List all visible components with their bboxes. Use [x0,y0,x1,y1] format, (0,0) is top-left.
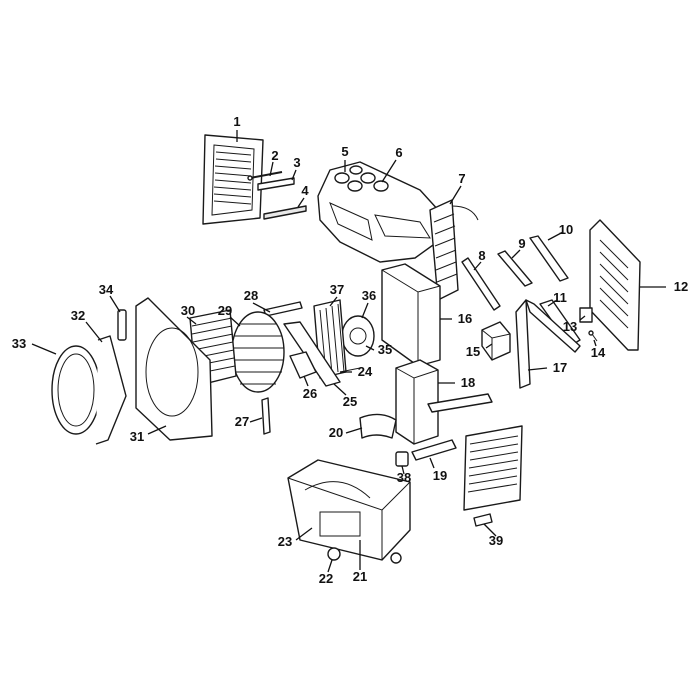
callout-17: 17 [553,360,567,375]
part-rod-10 [529,235,569,282]
callout-23: 23 [278,534,292,549]
callout-9: 9 [518,236,525,251]
callout-3: 3 [293,155,300,170]
part-box-15 [481,321,511,361]
part-rod-2 [247,171,283,181]
part-cooling-pad-16 [381,263,441,367]
part-ring-33 [51,345,101,435]
callout-31: 31 [130,429,144,444]
callout-29: 29 [218,303,232,318]
part-frame-17 [515,299,581,389]
callout-19: 19 [433,468,447,483]
part-strip-27 [261,397,271,435]
callout-34: 34 [99,282,114,297]
callout-32: 32 [71,308,85,323]
part-front-frame-31 [135,297,213,441]
part-rail-28 [263,301,303,317]
callout-18: 18 [461,375,475,390]
callout-24: 24 [358,364,373,379]
part-strip-4 [263,205,307,220]
callout-25: 25 [343,394,357,409]
part-clip-3 [257,177,295,191]
callout-14: 14 [591,345,606,360]
callout-26: 26 [303,386,317,401]
callout-labels: 1 2 3 4 5 6 7 8 9 10 11 12 13 14 15 16 1… [12,114,688,586]
part-rod-8 [461,257,501,311]
callout-30: 30 [181,303,195,318]
callout-38: 38 [397,470,411,485]
callout-33: 33 [12,336,26,351]
part-pipe-20 [359,413,397,439]
callout-37: 37 [330,282,344,297]
callout-15: 15 [466,344,480,359]
callout-11: 11 [553,290,567,305]
part-bezel-32 [95,335,127,445]
part-top-cover [317,161,441,263]
callout-13: 13 [563,319,577,334]
callout-16: 16 [458,311,472,326]
callout-28: 28 [244,288,258,303]
callout-8: 8 [478,248,485,263]
callout-36: 36 [362,288,376,303]
part-cooling-pad-18 [395,359,439,445]
part-housing-24 [339,367,361,373]
part-block-13 [579,307,593,323]
part-screw-14 [588,330,598,342]
callout-22: 22 [319,571,333,586]
callout-4: 4 [301,183,309,198]
part-float-38 [395,451,409,467]
part-motor-36 [341,315,375,357]
part-front-grille [427,393,523,511]
leader-lines [31,130,666,573]
part-stick-34 [117,309,127,341]
part-water-tank-23 [287,459,411,561]
callout-2: 2 [271,148,278,163]
part-side-panel-12 [589,219,641,351]
callout-39: 39 [489,533,503,548]
callout-7: 7 [458,171,465,186]
part-louver-7 [429,199,479,301]
callout-10: 10 [559,222,573,237]
callout-20: 20 [329,425,343,440]
callout-6: 6 [395,145,402,160]
callout-35: 35 [378,342,392,357]
part-strip-19 [411,439,457,461]
part-round-grille-29 [231,311,285,393]
callout-21: 21 [353,569,367,584]
part-rod-9 [497,250,533,287]
callout-27: 27 [235,414,249,429]
part-clip-39 [473,513,493,527]
part-rear-grille-top [202,134,264,225]
callout-1: 1 [233,114,240,129]
callout-12: 12 [674,279,688,294]
part-board-26 [289,351,317,379]
part-wheel-22 [327,547,402,564]
callout-5: 5 [341,144,348,159]
